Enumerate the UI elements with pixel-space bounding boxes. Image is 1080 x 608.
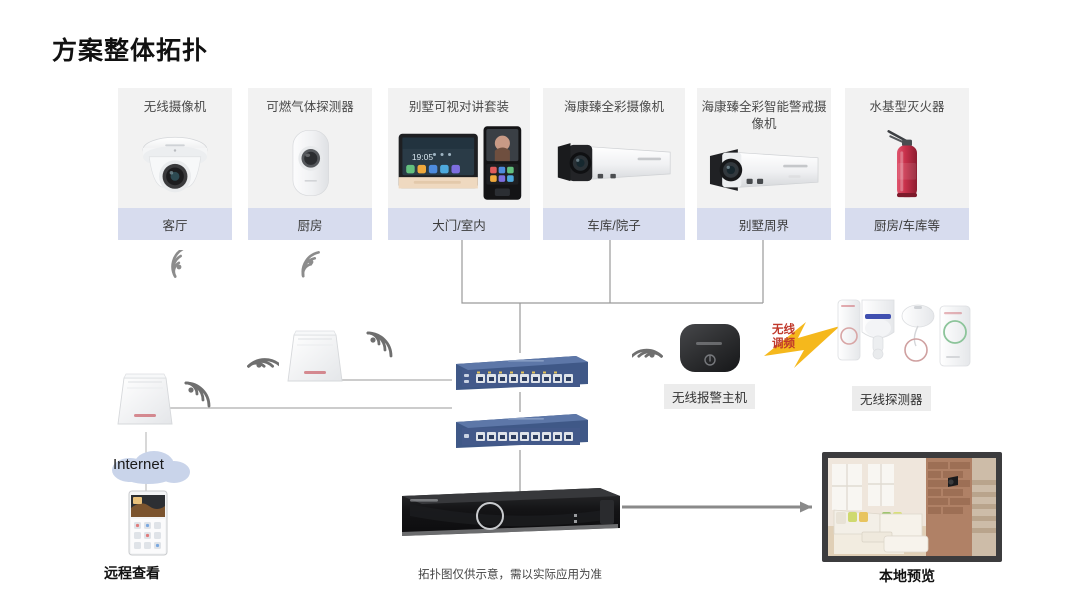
device-card-location: 车库/院子 bbox=[543, 208, 685, 240]
device-card-title: 海康臻全彩智能警戒摄像机 bbox=[701, 100, 827, 131]
wifi-signal-icon bbox=[298, 250, 328, 283]
smartphone-app-icon[interactable] bbox=[128, 490, 168, 556]
network-switch-top[interactable] bbox=[452, 352, 588, 394]
gas-detector-icon bbox=[248, 118, 372, 208]
nvr-recorder-icon[interactable] bbox=[400, 486, 622, 542]
device-card-title: 可燃气体探测器 bbox=[266, 100, 354, 114]
mesh-router-left[interactable] bbox=[110, 368, 180, 432]
lightning-bolt-icon bbox=[760, 316, 844, 374]
remote-view-label: 远程查看 bbox=[104, 565, 160, 581]
fire-extinguisher-icon bbox=[845, 118, 969, 208]
wireless-detector-label: 无线探测器 bbox=[852, 386, 931, 411]
device-card-title: 水基型灭火器 bbox=[869, 100, 945, 114]
svg-text:19:05: 19:05 bbox=[412, 152, 433, 162]
device-card-location: 厨房/车库等 bbox=[845, 208, 969, 240]
video-intercom-kit-icon: 19:05 bbox=[388, 118, 530, 208]
device-card-title: 无线摄像机 bbox=[143, 100, 207, 114]
wifi-signal-icon bbox=[245, 352, 283, 387]
wireless-detector-group-icon[interactable] bbox=[832, 292, 982, 382]
wifi-signal-icon bbox=[178, 378, 212, 413]
active-deterrence-camera-icon bbox=[697, 133, 831, 208]
wifi-signal-icon bbox=[360, 328, 394, 363]
device-card-deterrence-camera[interactable]: 海康臻全彩智能警戒摄像机 bbox=[697, 88, 831, 240]
cloud-icon bbox=[104, 450, 196, 484]
device-card-location: 客厅 bbox=[118, 208, 232, 240]
device-card-wireless-camera[interactable]: 无线摄像机 客厅 bbox=[118, 88, 232, 240]
device-card-gas-detector[interactable]: 可燃气体探测器 厨房 bbox=[248, 88, 372, 240]
device-card-video-intercom[interactable]: 别墅可视对讲套装 19:05 bbox=[388, 88, 530, 240]
device-card-title: 别墅可视对讲套装 bbox=[408, 100, 509, 114]
network-switch-bottom[interactable] bbox=[452, 410, 588, 452]
wifi-signal-icon bbox=[630, 342, 664, 377]
monitor-display-icon[interactable] bbox=[822, 452, 1002, 562]
wireless-alarm-host-icon[interactable] bbox=[676, 318, 744, 380]
wireless-alarm-host-label: 无线报警主机 bbox=[664, 384, 756, 409]
local-preview-label: 本地预览 bbox=[879, 568, 935, 584]
wireless-dome-camera-icon bbox=[118, 118, 232, 208]
device-card-colorvu-camera[interactable]: 海康臻全彩摄像机 车库/院子 bbox=[543, 88, 685, 240]
device-card-fire-extinguisher[interactable]: 水基型灭火器 厨房/车库等 bbox=[845, 88, 969, 240]
wifi-signal-icon bbox=[168, 247, 198, 283]
device-card-location: 别墅周界 bbox=[697, 208, 831, 240]
device-card-location: 大门/室内 bbox=[388, 208, 530, 240]
diagram-footnote: 拓扑图仅供示意，需以实际应用为准 bbox=[418, 569, 602, 581]
device-card-title: 海康臻全彩摄像机 bbox=[563, 100, 664, 114]
page-title: 方案整体拓扑 bbox=[52, 37, 209, 65]
bullet-camera-icon bbox=[543, 118, 685, 208]
mesh-router-right[interactable] bbox=[280, 325, 350, 389]
rf-bolt-label: 无线 调频 bbox=[772, 323, 795, 352]
rf-bolt-label-line1: 无线 bbox=[772, 324, 795, 336]
internet-label: Internet bbox=[113, 456, 164, 473]
rf-bolt-label-line2: 调频 bbox=[772, 338, 795, 351]
device-card-location: 厨房 bbox=[248, 208, 372, 240]
